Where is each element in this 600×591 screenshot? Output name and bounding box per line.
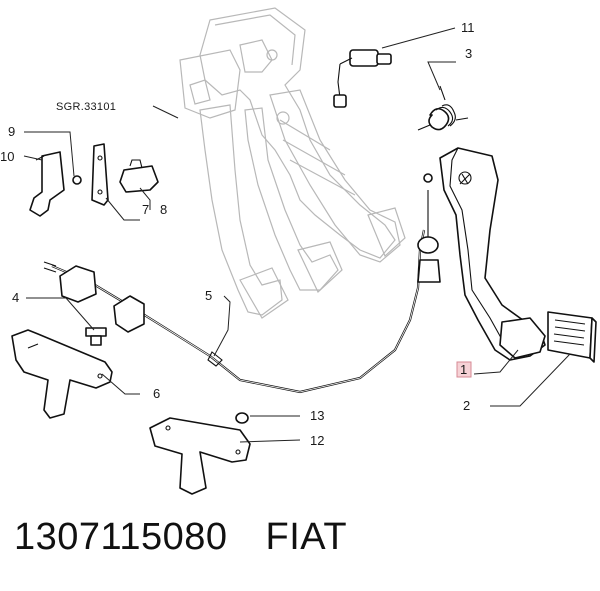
footer-caption: 1307115080 FIAT — [14, 516, 347, 559]
reference-label: SGR.33101 — [56, 101, 116, 113]
pedal-box-ghost — [179, 7, 406, 319]
callout-11[interactable]: 11 — [461, 20, 475, 35]
callout-12[interactable]: 12 — [310, 433, 324, 448]
callout-1-highlight — [456, 361, 472, 378]
callout-4[interactable]: 4 — [12, 290, 19, 305]
part-1-clutch-pedal — [439, 147, 546, 361]
part-number: 1307115080 — [14, 516, 228, 558]
part-9-nut — [72, 175, 82, 185]
part-13-nut — [235, 412, 249, 424]
callout-1[interactable]: 1 — [460, 362, 467, 377]
callout-7[interactable]: 7 — [142, 202, 149, 217]
callout-3[interactable]: 3 — [465, 46, 472, 61]
callout-10[interactable]: 10 — [0, 149, 14, 164]
callout-6[interactable]: 6 — [153, 386, 160, 401]
leader-lines — [23, 27, 571, 443]
callout-13[interactable]: 13 — [310, 408, 324, 423]
part-10-bracket — [29, 151, 65, 217]
part-11-switch — [333, 49, 392, 108]
callout-9[interactable]: 9 — [8, 124, 15, 139]
part-7-8-bracket — [91, 143, 159, 206]
part-3-spring — [417, 85, 469, 131]
callout-5[interactable]: 5 — [205, 288, 212, 303]
part-2-pedal-pad — [547, 311, 597, 363]
callout-2[interactable]: 2 — [463, 398, 470, 413]
callout-8[interactable]: 8 — [160, 202, 167, 217]
part-5-clutch-cable — [43, 173, 441, 394]
part-12-bracket — [149, 417, 251, 495]
part-4-bolt — [85, 327, 107, 346]
part-6-bracket — [11, 329, 113, 419]
brand-name: FIAT — [265, 516, 348, 558]
